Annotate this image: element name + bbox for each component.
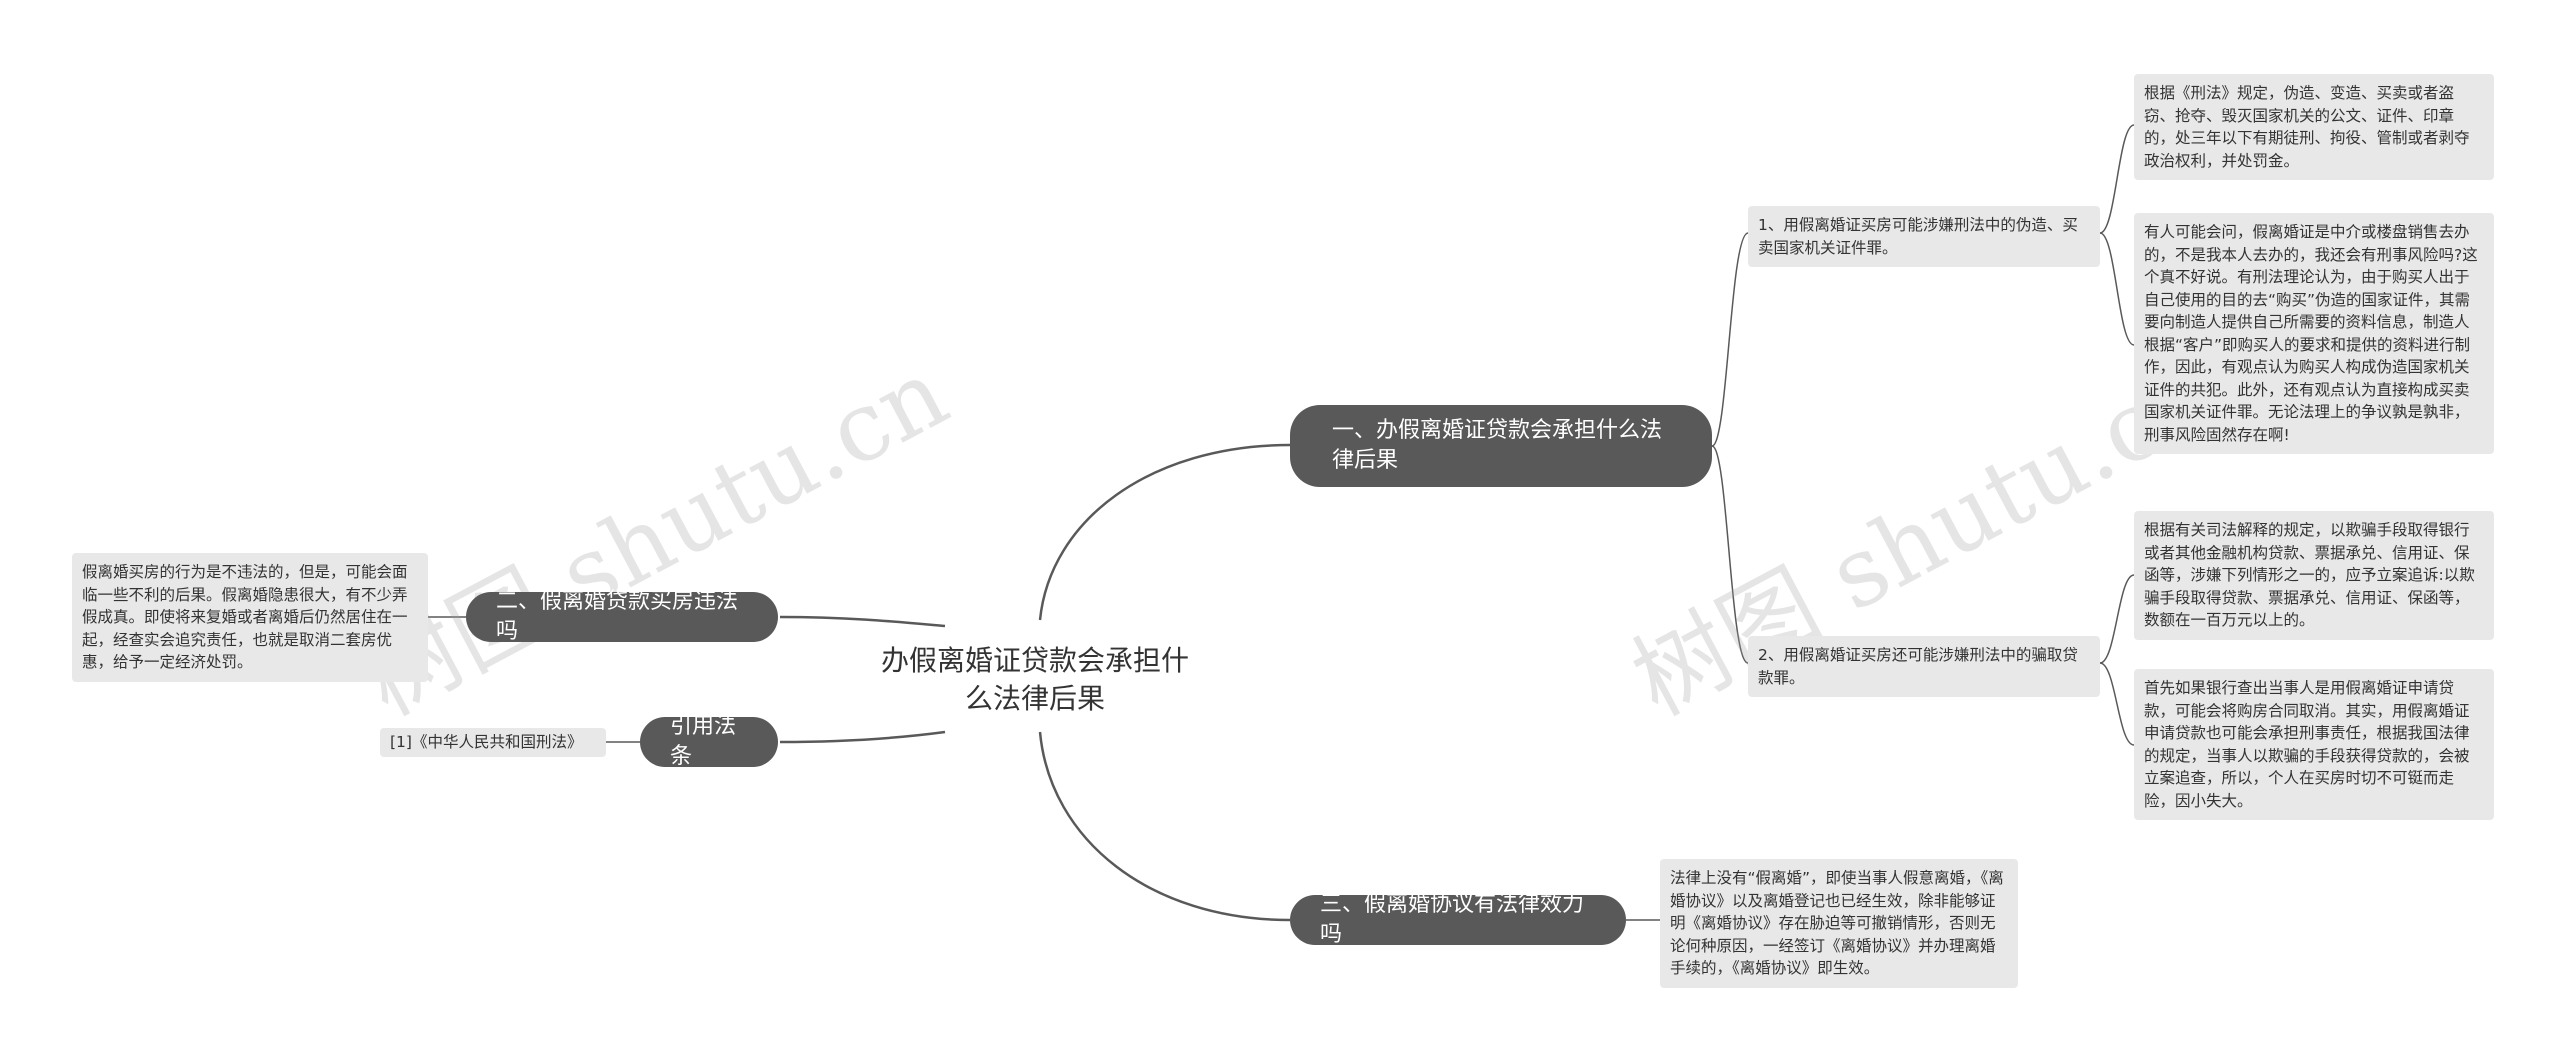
- branch-1-label: 一、办假离婚证贷款会承担什么法律后果: [1332, 418, 1663, 473]
- branch-2[interactable]: 二、假离婚贷款买房违法吗: [466, 589, 778, 644]
- branch-2-label: 二、假离婚贷款买房违法吗: [496, 589, 739, 644]
- leaf-1[interactable]: 根据《刑法》规定，伪造、变造、买卖或者盗窃、抢夺、毁灭国家机关的公文、证件、印章…: [2134, 74, 2494, 180]
- link-root-b4: [779, 730, 946, 744]
- link-s2-l4: [2099, 662, 2135, 746]
- link-s1-l1: [2099, 124, 2135, 234]
- branch-1[interactable]: 一、办假离婚证贷款会承担什么法律后果: [1290, 405, 1712, 487]
- leaf-6[interactable]: 假离婚买房的行为是不违法的，但是，可能会面临一些不利的后果。假离婚隐患很大，有不…: [72, 553, 428, 682]
- link-b1-s1: [1711, 232, 1749, 447]
- branch-4-label: 引用法条: [670, 714, 737, 769]
- leaf-5[interactable]: 法律上没有“假离婚”，即使当事人假意离婚，《离婚协议》以及离婚登记也已经生效，除…: [1660, 859, 2018, 988]
- link-root-b2: [779, 615, 946, 628]
- subtopic-2[interactable]: 2、用假离婚证买房还可能涉嫌刑法中的骗取贷款罪。: [1748, 636, 2100, 697]
- link-s1-l2: [2099, 232, 2135, 346]
- link-root-b1: [1038, 443, 1291, 621]
- subtopic-1[interactable]: 1、用假离婚证买房可能涉嫌刑法中的伪造、买卖国家机关证件罪。: [1748, 206, 2100, 267]
- link-s2-l3: [2099, 574, 2135, 664]
- branch-3[interactable]: 三、假离婚协议有法律效力吗: [1290, 892, 1626, 947]
- branch-4[interactable]: 引用法条: [640, 714, 778, 769]
- leaf-7[interactable]: [1]《中华人民共和国刑法》: [380, 728, 606, 757]
- link-b1-s2: [1711, 445, 1749, 664]
- leaf-2[interactable]: 有人可能会问，假离婚证是中介或楼盘销售去办的，不是我本人去办的，我还会有刑事风险…: [2134, 213, 2494, 454]
- root-topic[interactable]: 办假离婚证贷款会承担什么法律后果: [880, 644, 1189, 715]
- leaf-3[interactable]: 根据有关司法解释的规定，以欺骗手段取得银行或者其他金融机构贷款、票据承兑、信用证…: [2134, 511, 2494, 640]
- link-root-b3: [1038, 731, 1291, 922]
- leaf-4[interactable]: 首先如果银行查出当事人是用假离婚证申请贷款，可能会将购房合同取消。其实，用假离婚…: [2134, 669, 2494, 820]
- branch-3-label: 三、假离婚协议有法律效力吗: [1320, 892, 1585, 947]
